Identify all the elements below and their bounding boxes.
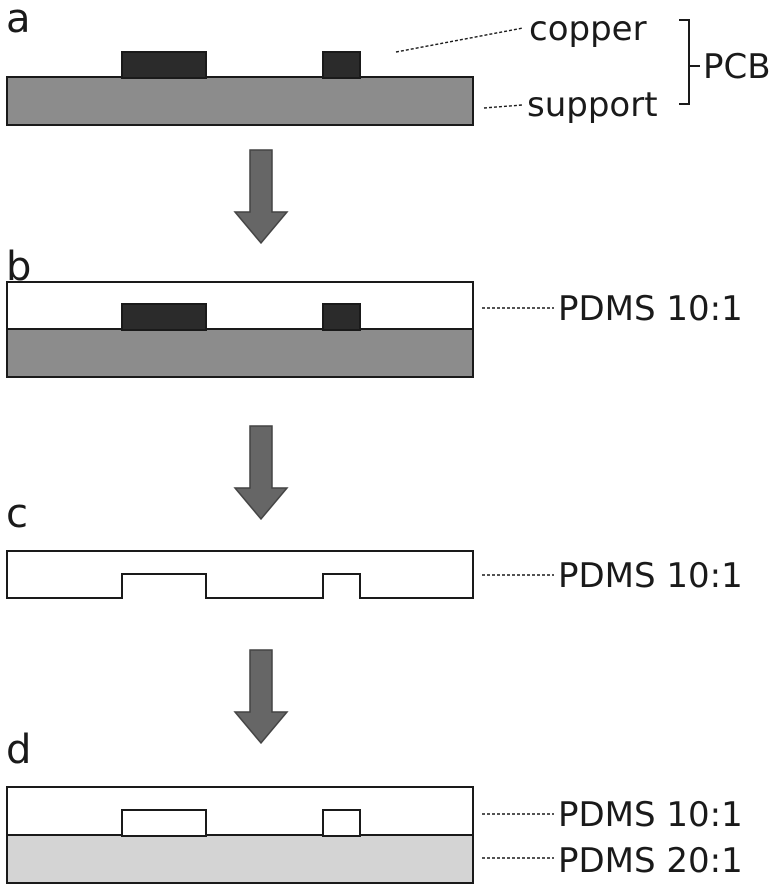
panel-b: b PDMS 10:1 (6, 244, 743, 378)
pcb-bracket (679, 19, 700, 105)
pdms-10-1-layer (6, 786, 474, 836)
panel-c-letter: c (6, 491, 28, 537)
copper-trace-narrow (322, 303, 361, 331)
pdms-10-1-label: PDMS 10:1 (558, 556, 743, 596)
panel-c: c PDMS 10:1 (6, 491, 743, 599)
pcb-label: PCB (703, 47, 771, 87)
pcb-support-layer (6, 76, 474, 126)
pcb-support-layer (6, 328, 474, 378)
copper-leader-line (395, 27, 524, 53)
panel-a: a copper support PCB (6, 0, 771, 126)
panel-a-letter: a (6, 0, 31, 42)
pdms-10-1-label: PDMS 10:1 (558, 289, 743, 329)
pdms-20-1-layer (6, 834, 474, 884)
panel-d-letter: d (6, 727, 31, 773)
pdms-10-1-mold (6, 550, 474, 599)
down-arrow-icon (233, 425, 289, 521)
pdms-10-1-layer (6, 281, 474, 330)
panel-d: d PDMS 10:1 PDMS 20:1 (6, 727, 743, 884)
support-leader-line (483, 104, 523, 109)
support-label: support (527, 85, 658, 125)
microchannel-wide (121, 809, 207, 837)
down-arrow-icon (233, 149, 289, 245)
microchannel-narrow (322, 809, 361, 837)
copper-trace-narrow (322, 51, 361, 79)
pdms-10-1-label: PDMS 10:1 (558, 795, 743, 835)
copper-label: copper (529, 9, 647, 49)
down-arrow-icon (233, 649, 289, 745)
copper-trace-wide (121, 51, 207, 79)
pdms-20-1-label: PDMS 20:1 (558, 841, 743, 881)
copper-trace-wide (121, 303, 207, 331)
